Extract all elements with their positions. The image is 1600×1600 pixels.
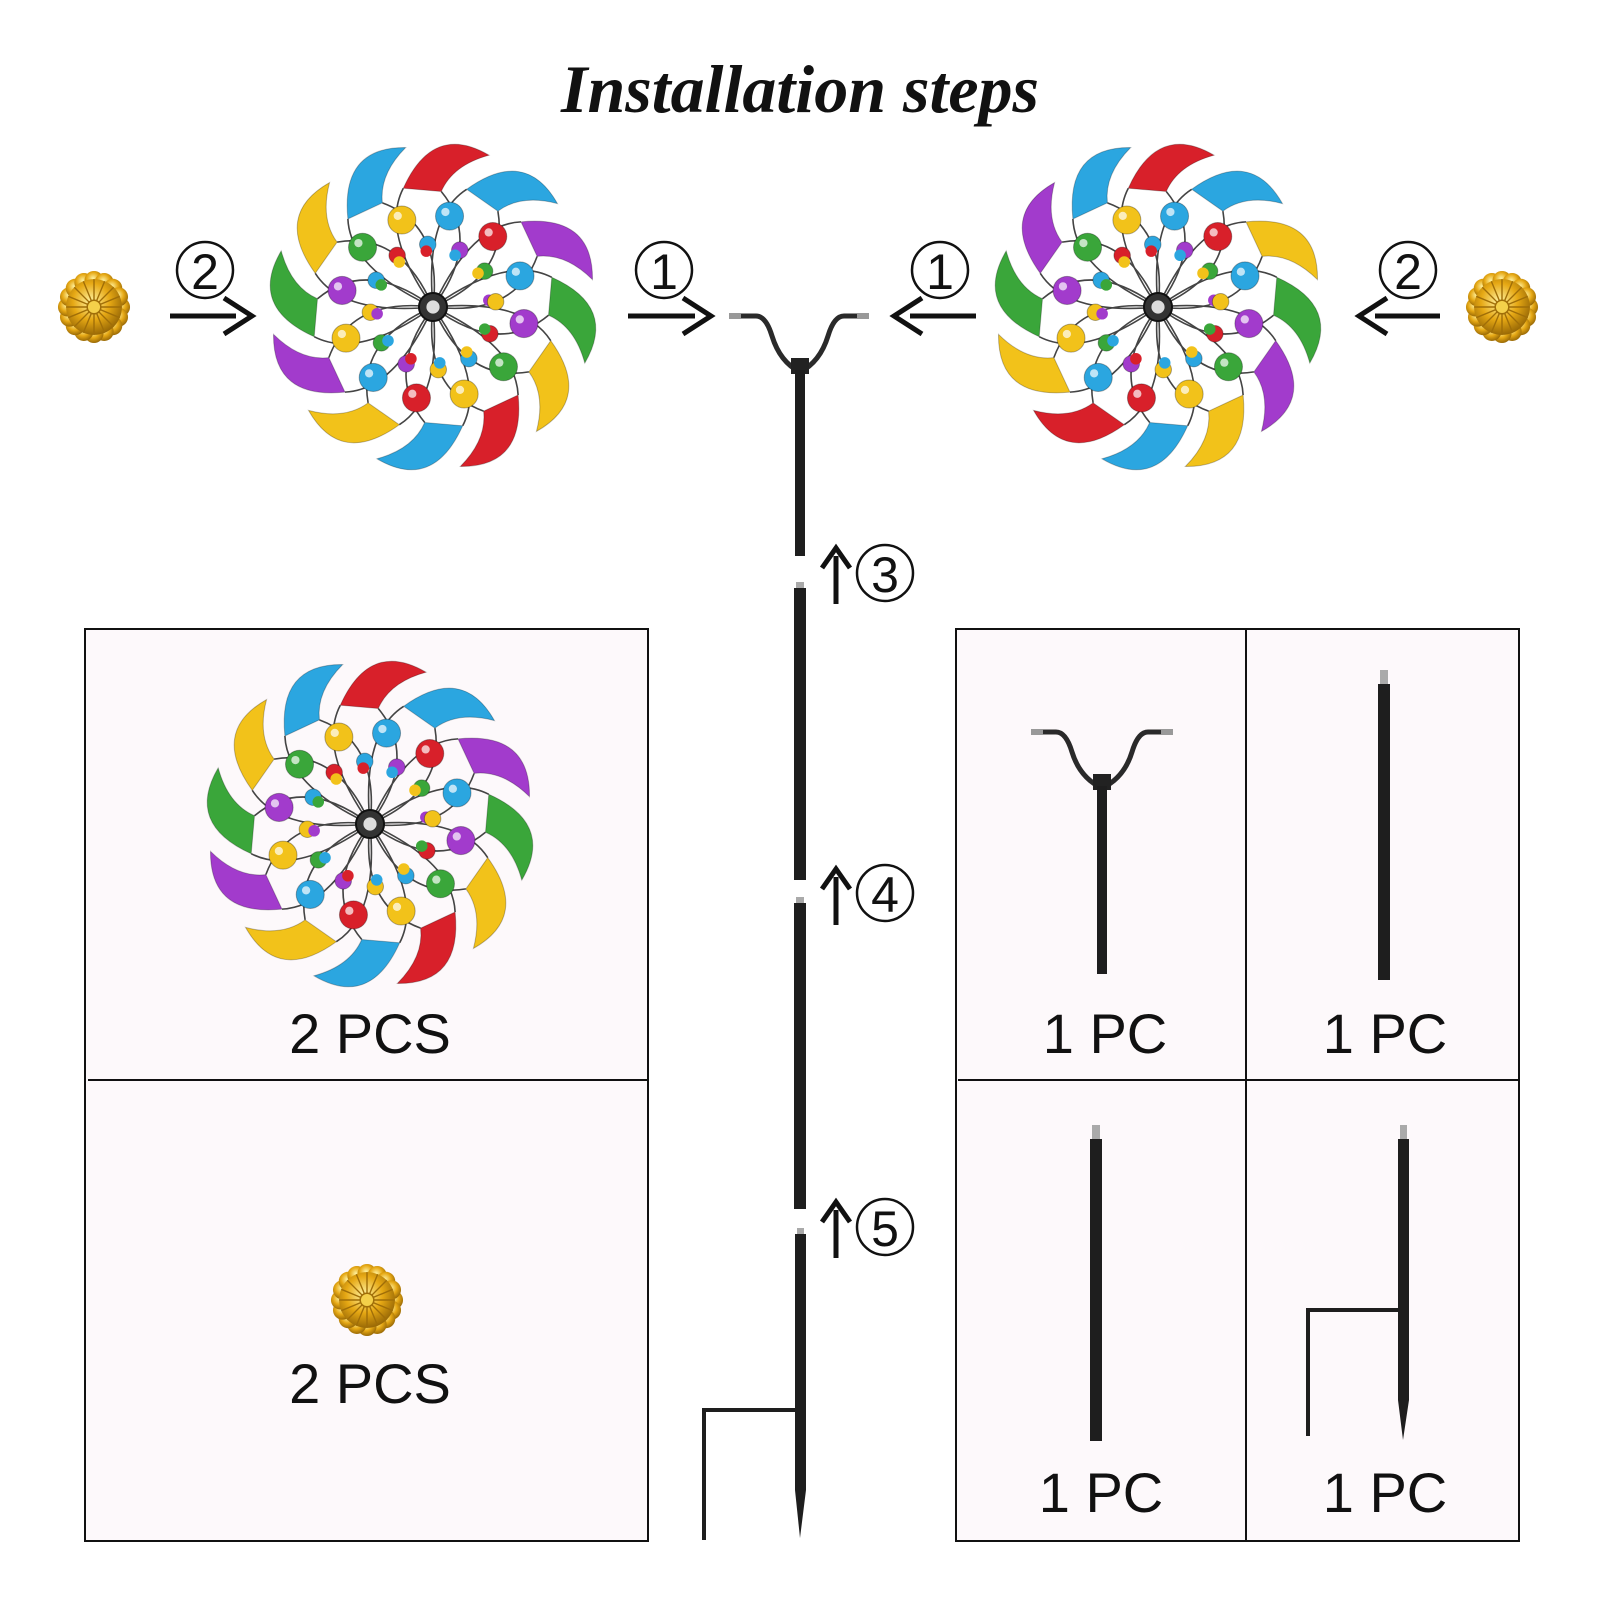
step-2-left-marker: 2 <box>175 240 235 300</box>
stake-part-icon <box>1306 1125 1409 1440</box>
cap-part-icon <box>330 1263 404 1337</box>
stake-qty-label: 1 PC <box>1323 1461 1448 1524</box>
svg-text:4: 4 <box>871 867 899 923</box>
top-fork-part <box>729 313 869 556</box>
left-parts-box: 2 PCS 2 PCS <box>84 628 649 1542</box>
step-5-marker: 5 <box>819 1197 915 1258</box>
right-gold-cap-icon <box>1465 270 1539 344</box>
svg-text:1: 1 <box>650 244 678 300</box>
step-1-left-arrow-icon <box>628 295 716 337</box>
svg-text:1: 1 <box>926 244 954 300</box>
page-title: Installation steps <box>560 51 1039 127</box>
middle-pole-part-icon <box>1090 1125 1102 1441</box>
spinner-qty-label: 2 PCS <box>289 1002 451 1065</box>
middle-pole-part <box>794 897 806 1209</box>
top-fork-part-icon <box>1031 729 1173 974</box>
right-spinner-flower-icon <box>994 143 1322 471</box>
right-parts-box: 1 PC 1 PC 1 PC 1 PC <box>955 628 1520 1542</box>
cap-qty-label: 2 PCS <box>289 1352 451 1415</box>
step-2-right-marker: 2 <box>1378 240 1438 300</box>
step-2-right-arrow-icon <box>1354 295 1440 337</box>
step-1-right-arrow-icon <box>889 295 976 337</box>
step-1-left-marker: 1 <box>634 240 694 300</box>
left-spinner-flower-icon <box>269 143 597 471</box>
step-1-right-marker: 1 <box>910 240 970 300</box>
middle-pole-qty-label: 1 PC <box>1039 1461 1164 1524</box>
upper-pole-qty-label: 1 PC <box>1323 1002 1448 1065</box>
left-gold-cap-icon <box>57 270 131 344</box>
svg-text:2: 2 <box>1394 244 1422 300</box>
step-4-marker: 4 <box>819 863 915 925</box>
top-pole-qty-label: 1 PC <box>1043 1002 1168 1065</box>
svg-text:3: 3 <box>871 547 899 603</box>
upper-pole-part-icon <box>1378 670 1390 980</box>
step-2-left-arrow-icon <box>170 295 257 337</box>
svg-text:5: 5 <box>871 1201 899 1257</box>
assembled-pole-diagram: 3 4 5 <box>702 313 915 1540</box>
stake-part <box>702 1228 806 1540</box>
spinner-part-icon <box>206 660 534 988</box>
step-3-marker: 3 <box>819 543 915 604</box>
svg-text:2: 2 <box>191 244 219 300</box>
upper-pole-part <box>794 582 806 880</box>
